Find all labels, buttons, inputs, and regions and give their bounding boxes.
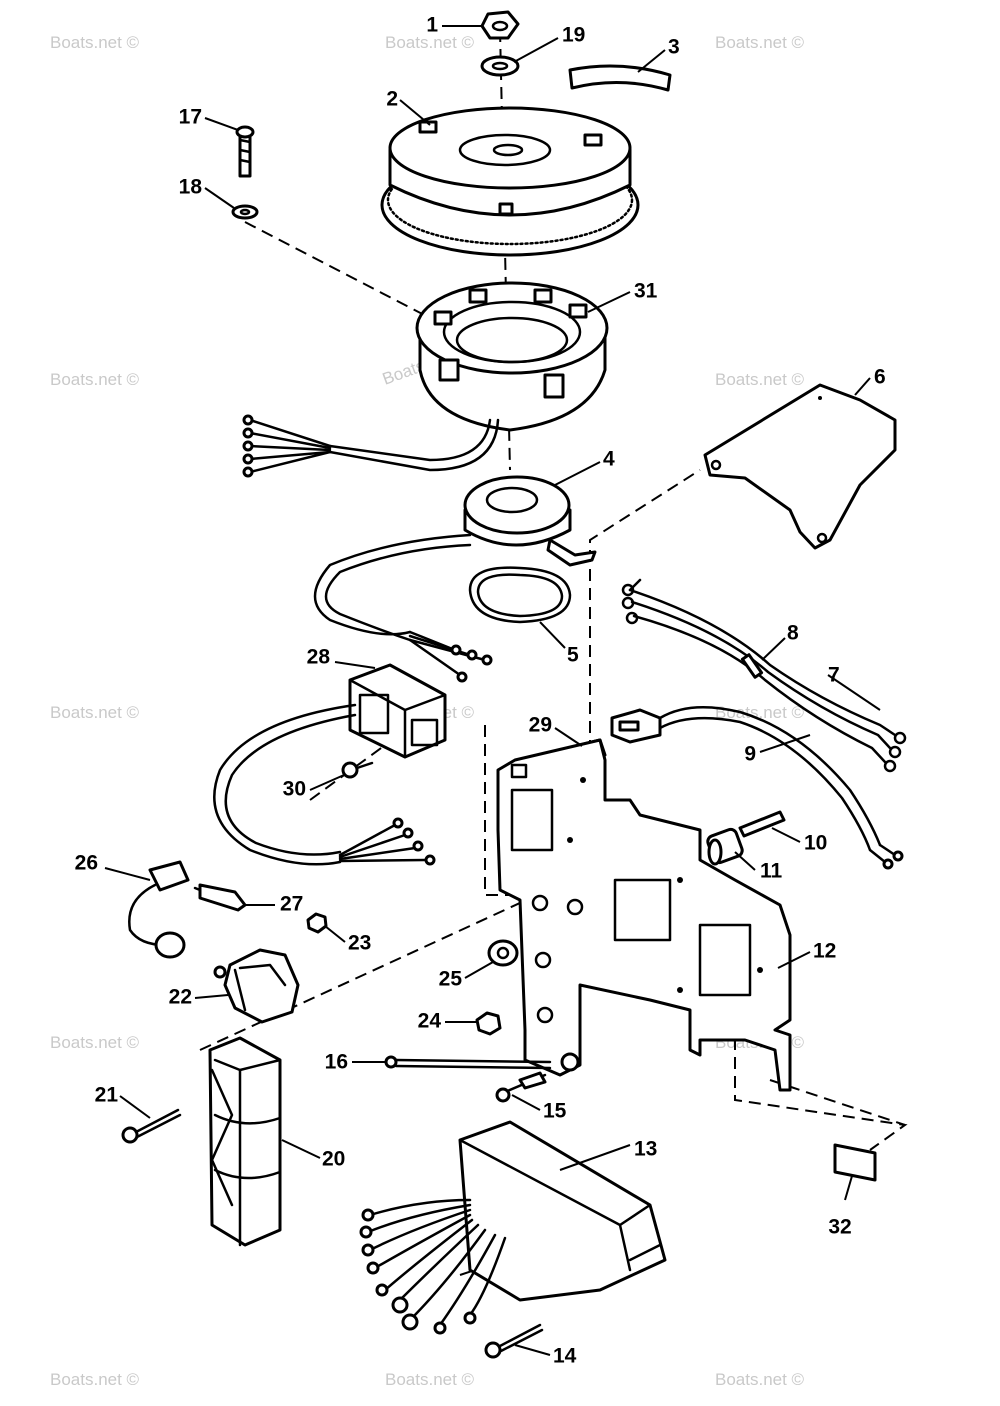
callout-17: 17 <box>179 106 202 129</box>
spark-plug-part <box>193 883 247 912</box>
stud-part <box>738 810 786 838</box>
callout-19: 19 <box>562 24 585 47</box>
mounting-plate-part <box>496 738 792 1092</box>
callout-13: 13 <box>634 1138 657 1161</box>
callout-23: 23 <box>348 932 371 955</box>
flywheel-screw-part <box>235 125 255 178</box>
coil-bolt-part <box>121 1108 182 1144</box>
decal-part <box>568 64 672 92</box>
switch-box-bolt-part <box>484 1323 544 1359</box>
callout-25: 25 <box>439 968 463 991</box>
rectifier-screw-part <box>341 761 374 779</box>
o-ring-part <box>468 566 572 624</box>
stator-harness <box>242 414 500 478</box>
spark-plug-lead-part <box>128 860 190 959</box>
callout-29: 29 <box>529 714 552 737</box>
watermark: Boats.net © <box>715 370 805 389</box>
watermark: Boats.net © <box>50 703 140 722</box>
callout-5: 5 <box>567 644 579 667</box>
callout-12: 12 <box>813 940 836 963</box>
callout-32: 32 <box>828 1216 851 1239</box>
coil-nut-part <box>306 912 328 934</box>
ignition-coil-part <box>213 948 300 1024</box>
callout-30: 30 <box>283 778 306 801</box>
leader-lines <box>104 25 881 1356</box>
callout-9: 9 <box>744 743 756 766</box>
washer-part <box>480 55 520 77</box>
callout-8: 8 <box>787 622 799 645</box>
switch-box-part <box>359 1120 667 1335</box>
watermark: Boats.net © <box>715 703 805 722</box>
bracket-part <box>703 383 897 550</box>
callout-2: 2 <box>386 88 398 111</box>
callout-20: 20 <box>322 1148 345 1171</box>
watermark: Boats.net © <box>715 33 805 52</box>
callout-18: 18 <box>179 176 203 199</box>
screw-small-part <box>495 1071 547 1103</box>
watermark: Boats.net © <box>50 1370 140 1389</box>
ground-wire-part <box>384 1052 580 1072</box>
callout-16: 16 <box>325 1051 348 1074</box>
spacer-part <box>706 827 744 866</box>
watermark: Boats.net © <box>385 1370 475 1389</box>
callout-21: 21 <box>95 1084 119 1107</box>
trigger-coil-part <box>313 475 597 683</box>
label-part <box>833 1143 877 1182</box>
wire-harness-part <box>621 578 907 773</box>
callout-24: 24 <box>418 1010 442 1033</box>
callout-14: 14 <box>553 1345 577 1368</box>
watermark: Boats.net © <box>385 33 475 52</box>
nut-part <box>480 10 520 40</box>
callout-4: 4 <box>603 448 615 471</box>
callout-27: 27 <box>280 893 303 916</box>
callout-28: 28 <box>307 646 331 669</box>
callout-26: 26 <box>75 852 98 875</box>
nut-small-part <box>475 1011 502 1036</box>
watermark: Boats.net © <box>50 33 140 52</box>
watermark: Boats.net © <box>50 1033 140 1052</box>
screw-washer-part <box>231 204 259 220</box>
callout-6: 6 <box>874 366 886 389</box>
callout-11: 11 <box>760 860 783 883</box>
callout-labels: 1 19 3 2 17 18 31 4 5 6 7 8 9 10 11 12 1… <box>75 14 886 1368</box>
watermark: Boats.net © <box>715 1370 805 1389</box>
stator-part <box>415 281 609 432</box>
callout-3: 3 <box>668 36 680 59</box>
flywheel-part <box>380 106 640 257</box>
watermark: Boats.net © <box>50 370 140 389</box>
coil-pack-part <box>208 1036 282 1247</box>
grommet-part <box>487 939 519 967</box>
callout-1: 1 <box>426 14 438 37</box>
rectifier-part <box>213 663 447 866</box>
callout-10: 10 <box>804 832 827 855</box>
callout-15: 15 <box>543 1100 567 1123</box>
callout-31: 31 <box>634 280 658 303</box>
callout-7: 7 <box>828 664 840 687</box>
callout-22: 22 <box>169 986 192 1009</box>
